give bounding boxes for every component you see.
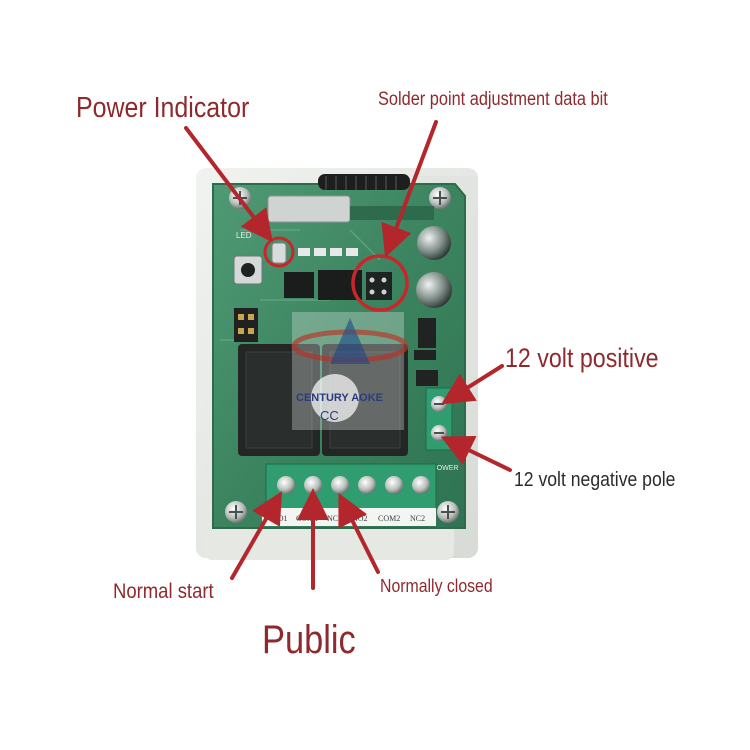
terminal-label-nc1: NC1 <box>327 514 342 523</box>
callout-arrows <box>184 120 512 590</box>
antenna-coil <box>318 174 410 190</box>
solder-jumper-pads <box>366 272 392 300</box>
jumper-header <box>234 308 258 342</box>
mounting-screw <box>225 501 247 523</box>
normal-start-label: Normal start <box>113 580 214 603</box>
power-marking: POWER <box>432 465 458 472</box>
electrolytic-capacitor <box>416 272 452 308</box>
mounting-screw <box>429 187 451 209</box>
power-led-highlight <box>263 236 295 268</box>
arrow-normally-closed <box>338 492 380 574</box>
led-marking: LED <box>236 231 252 240</box>
power-led <box>271 242 287 264</box>
rf-module <box>267 195 434 223</box>
public-label: Public <box>262 618 356 662</box>
power-indicator-label: Power Indicator <box>76 92 250 124</box>
arrow-12v-positive <box>441 364 504 405</box>
positive-12v-label: 12 volt positive <box>505 343 659 373</box>
ic-chip <box>284 272 314 298</box>
arrow-12v-negative <box>440 436 512 472</box>
negative-12v-label: 12 volt negative pole <box>514 469 676 491</box>
watermark-text: CENTURY AOKE <box>296 392 383 404</box>
relay <box>238 344 320 456</box>
electrolytic-capacitor <box>417 226 451 260</box>
terminal-label-nc2: NC2 <box>410 514 425 523</box>
terminal-label-no1: NO1 <box>272 514 288 523</box>
arrow-power-indicator <box>184 126 273 243</box>
watermark-logo: CENTURY AOKE CC <box>291 312 409 430</box>
solder-point-label: Solder point adjustment data bit <box>378 89 608 110</box>
normally-closed-label: Normally closed <box>380 576 493 596</box>
watermark-cc-mark: CC <box>320 408 339 423</box>
terminal-label-com2: COM2 <box>378 514 400 523</box>
mounting-screw <box>437 501 459 523</box>
arrow-solder-point <box>381 120 438 258</box>
solder-point-highlight <box>351 254 409 312</box>
learn-button <box>233 255 263 285</box>
smd-components <box>298 248 358 256</box>
diode <box>414 318 438 386</box>
arrow-normal-start <box>230 491 282 580</box>
